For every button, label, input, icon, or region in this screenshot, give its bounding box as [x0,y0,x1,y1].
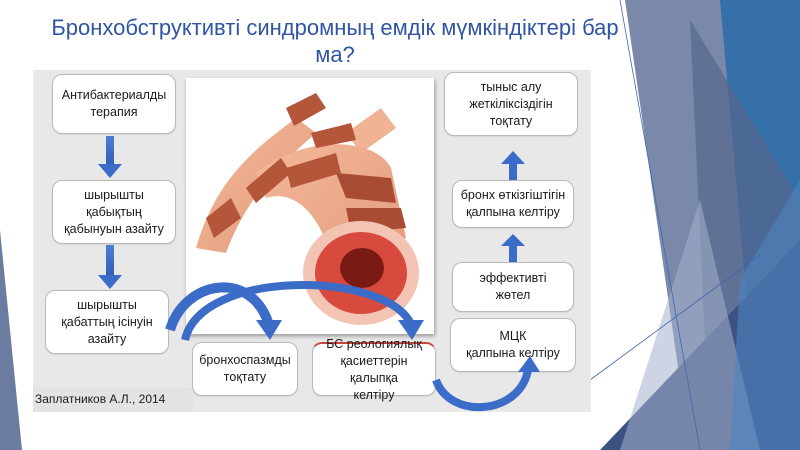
citation-background [33,388,193,412]
box-label: шырышты қабаттың ісінуін азайту [61,297,153,346]
box-label: МЦК қалпына келтіру [466,329,560,360]
box-label: шырышты қабықтың қабынуын азайту [64,187,164,236]
box-restore-bronchial-patency: бронх өткізгіштігін қалпына келтіру [452,180,574,228]
box-reduce-mucosa-edema: шырышты қабаттың ісінуін азайту [45,290,169,354]
box-label: бронхоспазмды тоқтату [199,353,291,384]
box-label: эффективті жөтел [479,271,547,302]
bronchus-icon [196,93,419,325]
box-label: Антибактериалды терапия [61,88,167,119]
left-deco-shape [0,230,22,450]
box-reduce-mucosa-inflammation: шырышты қабықтың қабынуын азайту [52,180,176,244]
box-antibacterial-therapy: Антибактериалды терапия [52,74,176,134]
slide-title: Бронхобструктивті синдромның емдік мүмкі… [51,15,619,67]
bronchus-illustration [186,78,434,334]
box-stop-respiratory-failure: тыныс алу жеткіліксіздігін тоқтату [444,72,578,136]
box-stop-bronchospasm: бронхоспазмды тоқтату [192,342,298,396]
box-label: бронх өткізгіштігін қалпына келтіру [460,188,566,219]
box-label: тыныс алу жеткіліксіздігін тоқтату [469,79,553,128]
box-restore-mcc: МЦК қалпына келтіру [450,318,576,372]
box-normalize-rheology: БС реологиялық қасиеттерін қалыпқа келті… [312,337,436,402]
citation: Заплатников А.Л., 2014 [35,392,166,406]
box-label: БС реологиялық қасиеттерін қалыпқа келті… [326,336,422,402]
box-effective-cough: эффективті жөтел [452,262,574,312]
